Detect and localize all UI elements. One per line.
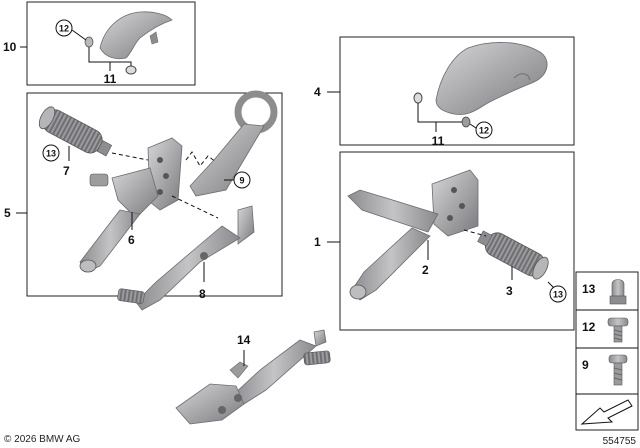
footpeg-left-part — [38, 106, 113, 157]
callout-circle-9 — [233, 171, 251, 189]
washer-part-right — [461, 116, 471, 128]
cap-nut-icon — [609, 279, 627, 305]
screw-12-icon — [607, 317, 629, 343]
callout-circle-13a — [42, 144, 60, 162]
callout-11b: 11 — [432, 134, 445, 148]
bracket-left-part — [79, 137, 183, 273]
shift-lever-part — [175, 329, 331, 425]
screw-9-icon — [608, 354, 628, 386]
callout-1: 1 — [314, 235, 321, 249]
callout-13b: 13 — [553, 290, 563, 300]
ring-part — [125, 65, 137, 75]
callout-5: 5 — [4, 206, 11, 220]
box-rider-footrest-right: 1 2 3 13 — [314, 151, 575, 331]
legend-9: 9 — [582, 358, 589, 372]
washer-part — [84, 36, 94, 48]
callout-13a: 13 — [46, 149, 56, 159]
cover-left-part — [99, 11, 173, 60]
callout-10: 10 — [3, 40, 17, 54]
box-cover-left: 12 11 10 — [3, 1, 196, 86]
bracket-right-part — [347, 169, 479, 301]
box-rider-footrest-left: 5 13 7 6 — [4, 90, 283, 311]
callout-9: 9 — [239, 176, 244, 186]
callout-3: 3 — [506, 284, 513, 298]
callout-circle-12b — [475, 121, 493, 139]
callout-12b: 12 — [479, 126, 489, 136]
callout-6: 6 — [128, 233, 135, 247]
brake-pedal-part — [117, 205, 255, 311]
callout-14: 14 — [237, 333, 251, 347]
frame-cover-left — [26, 1, 196, 86]
box-cover-right: 11 12 4 — [314, 36, 575, 148]
diagram-id: 554755 — [603, 436, 637, 447]
legend-12: 12 — [582, 320, 596, 334]
cover-right-part — [435, 42, 548, 115]
callout-circle-12a — [55, 19, 73, 37]
legend-13: 13 — [582, 282, 596, 296]
callout-2: 2 — [422, 263, 429, 277]
copyright-text: © 2026 BMW AG — [4, 434, 81, 445]
callout-8: 8 — [199, 287, 206, 301]
legend-frame — [575, 271, 639, 431]
frame-cover-right — [339, 36, 575, 146]
callout-11a: 11 — [104, 72, 117, 86]
footpeg-right-part — [477, 230, 549, 280]
direction-arrow-icon — [580, 399, 633, 425]
ring-part-right — [413, 92, 423, 104]
fastener-legend: 13 12 9 — [575, 271, 639, 431]
callout-12a: 12 — [59, 24, 69, 34]
frame-right-assembly — [339, 151, 575, 331]
callout-circle-13b — [549, 285, 567, 303]
callout-7: 7 — [63, 164, 70, 178]
heel-guard-part — [189, 90, 278, 197]
callout-4: 4 — [314, 85, 321, 99]
